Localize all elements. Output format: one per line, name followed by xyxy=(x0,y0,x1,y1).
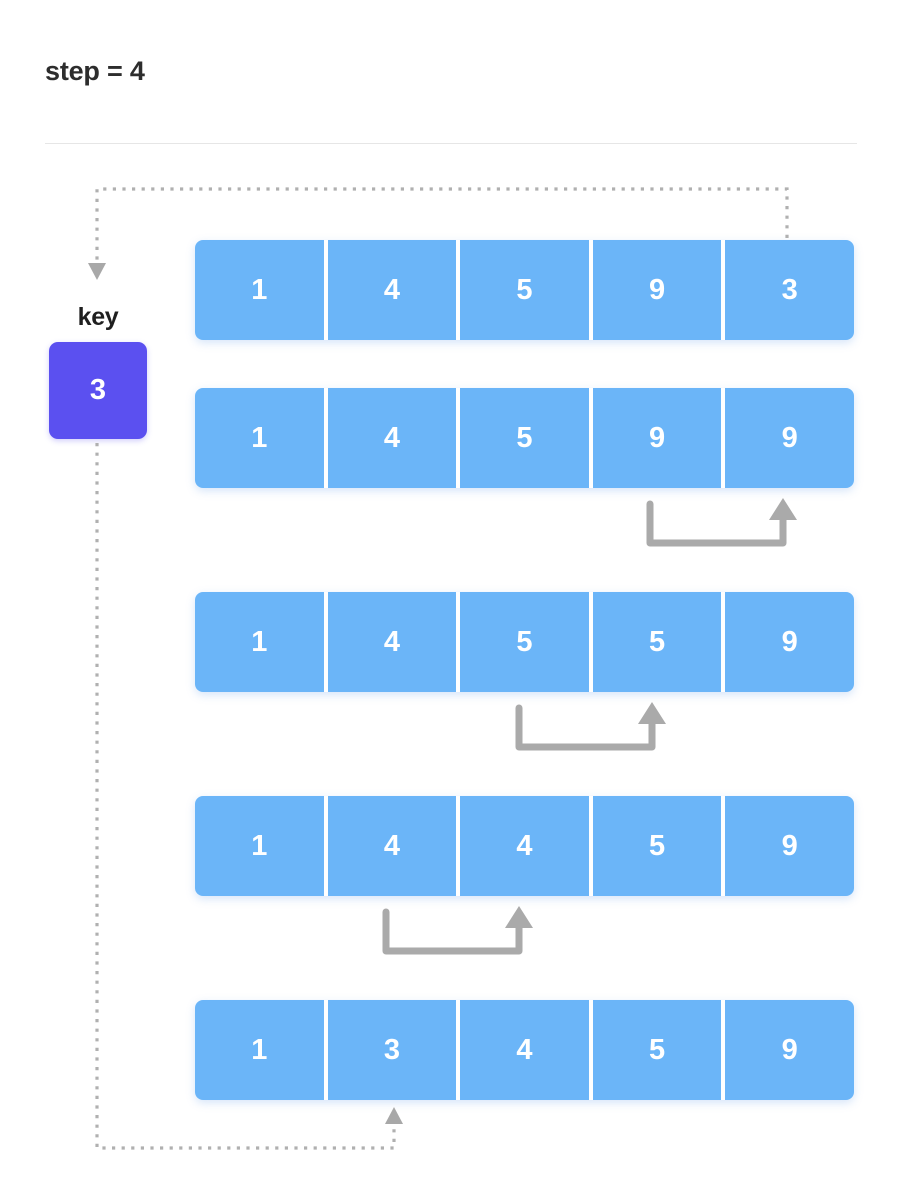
array-cell: 5 xyxy=(592,796,722,896)
array-row: 1 4 5 5 9 xyxy=(195,592,854,692)
array-cell: 9 xyxy=(725,592,854,692)
header-divider xyxy=(45,143,857,144)
array-cell: 5 xyxy=(592,1000,722,1100)
array-cell: 5 xyxy=(460,240,589,340)
page-title: step = 4 xyxy=(45,56,145,86)
array-cell: 3 xyxy=(327,1000,457,1100)
key-label: key xyxy=(77,303,119,331)
array-cell: 5 xyxy=(460,388,589,488)
array-cell: 4 xyxy=(460,1000,589,1100)
array-cell: 9 xyxy=(592,388,722,488)
key-value-box: 3 xyxy=(49,342,147,439)
array-cell: 1 xyxy=(195,1000,324,1100)
array-cell: 5 xyxy=(460,592,589,692)
shift-arrowhead-row-3-icon xyxy=(505,906,533,928)
array-cell: 4 xyxy=(327,592,457,692)
array-row: 1 4 5 9 9 xyxy=(195,388,854,488)
array-cell: 1 xyxy=(195,240,324,340)
array-cell: 9 xyxy=(725,388,854,488)
key-insert-arrowhead-icon xyxy=(385,1107,403,1124)
array-cell: 1 xyxy=(195,796,324,896)
shift-arrow-row-3-icon xyxy=(382,906,533,955)
array-row: 1 4 4 5 9 xyxy=(195,796,854,896)
array-cell: 1 xyxy=(195,592,324,692)
array-cell: 1 xyxy=(195,388,324,488)
key-value: 3 xyxy=(89,374,107,406)
array-cell: 4 xyxy=(460,796,589,896)
array-cell: 4 xyxy=(327,796,457,896)
shift-arrowhead-row-2-icon xyxy=(638,702,666,724)
shift-arrowhead-row-1-icon xyxy=(769,498,797,520)
array-cell: 9 xyxy=(725,1000,854,1100)
array-cell: 9 xyxy=(725,796,854,896)
array-row: 1 4 5 9 3 xyxy=(195,240,854,340)
array-row: 1 3 4 5 9 xyxy=(195,1000,854,1100)
key-pickup-arrowhead-icon xyxy=(88,263,106,280)
array-cell: 4 xyxy=(327,388,457,488)
shift-arrow-row-1-icon xyxy=(646,498,797,547)
array-cell: 4 xyxy=(327,240,457,340)
shift-arrow-row-2-icon xyxy=(515,702,666,751)
array-cell: 5 xyxy=(592,592,722,692)
array-cell: 3 xyxy=(725,240,854,340)
array-cell: 9 xyxy=(592,240,722,340)
